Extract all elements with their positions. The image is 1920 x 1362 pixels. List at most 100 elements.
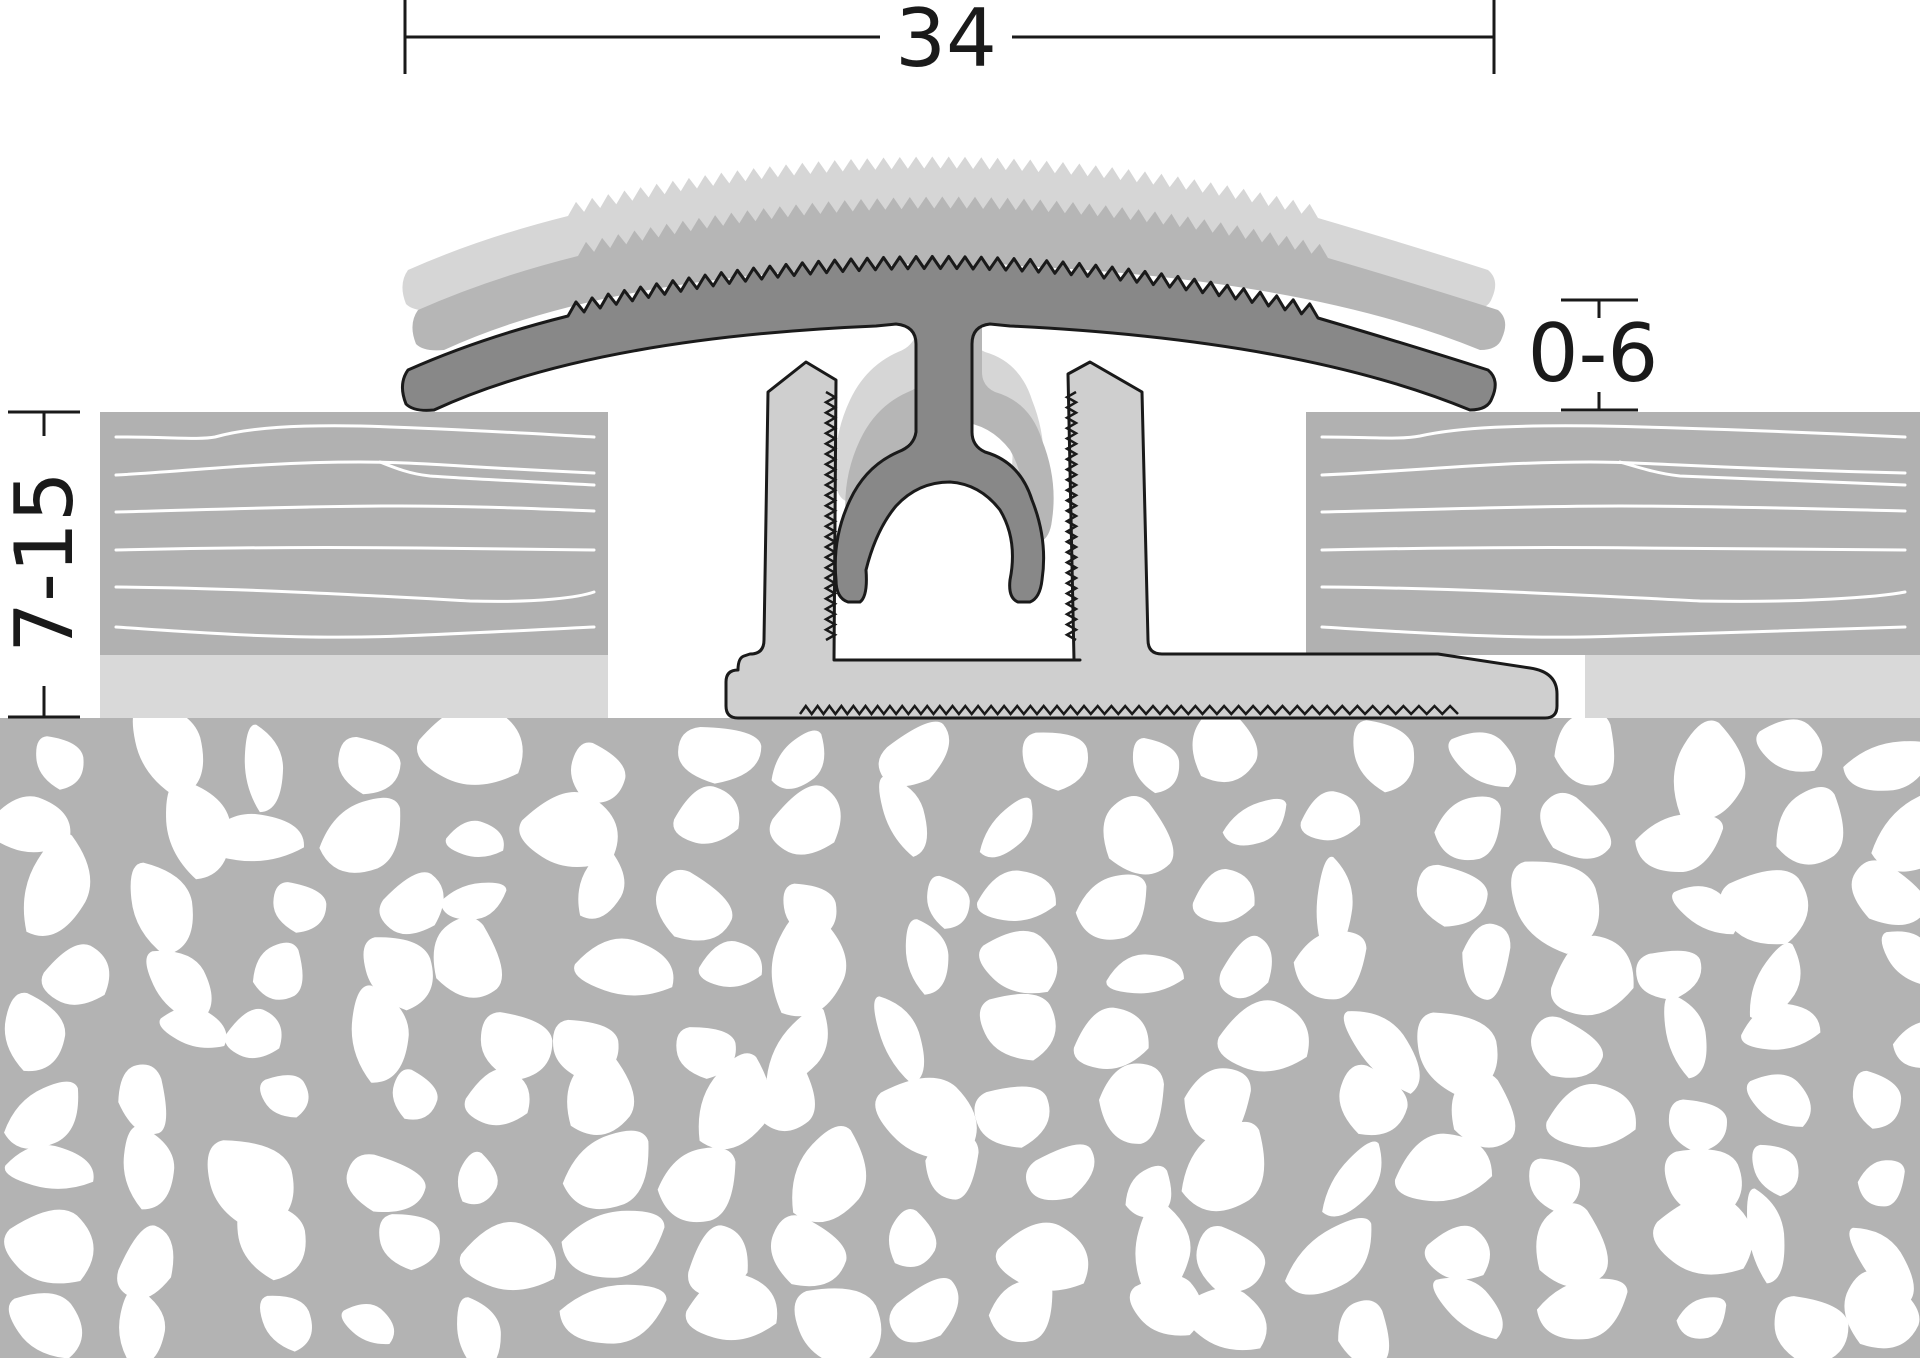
pebble [123,1125,175,1210]
pebble [979,993,1056,1061]
pebble [1550,935,1634,1016]
pebble [1106,954,1184,994]
pebble [1284,1218,1372,1295]
pebble [1219,935,1272,999]
pebble [1511,861,1600,954]
pebble [416,703,523,785]
pebble [4,992,66,1072]
pebble [1424,1225,1490,1280]
pebble [1132,737,1180,794]
pebble [656,869,733,941]
pebble [4,1081,79,1149]
floor-height-dimension [8,410,80,719]
pebble [1536,1203,1608,1288]
pebble [132,702,204,798]
pebble [252,942,303,1000]
left-floor-board [100,412,608,655]
pebble [1316,856,1353,956]
cover-profile [401,255,1497,604]
pebble [0,796,71,853]
pebble [1749,942,1801,1021]
pebble [457,1151,498,1205]
pebble [519,792,618,867]
pebble [925,1133,979,1200]
pebble [1025,1144,1095,1201]
pebble [561,1210,665,1278]
pebble [1135,1200,1191,1297]
pebble [794,1288,882,1362]
pebble [995,1222,1089,1291]
pebble [574,938,674,996]
pebble [1416,864,1488,927]
pebble [1073,1007,1149,1070]
pebble [1222,798,1287,846]
pebble [1339,1064,1408,1135]
pebble [559,1284,667,1344]
pebble [770,1215,847,1287]
pebble [273,882,327,933]
pebble [36,736,84,790]
height-adjust-dimension [1561,298,1638,412]
concrete-pebbles [0,702,1920,1362]
pebble [1756,719,1823,772]
pebble [673,786,740,844]
height-adjust-label: 0-6 [1528,307,1659,400]
pebble [1636,950,1702,1000]
pebble [1022,732,1088,791]
pebble [974,1086,1050,1148]
pebble [244,724,284,813]
pebble [1192,706,1258,783]
pebble [464,1068,530,1126]
pebble [1103,796,1174,875]
pebble [1338,1300,1390,1362]
pebble [905,919,949,995]
pebble [1852,1070,1902,1129]
pebble [237,1200,306,1281]
pebble [879,776,928,857]
pebble [1741,1003,1821,1050]
pebble [119,1288,166,1362]
pebble [676,1027,736,1079]
pebble [118,1064,167,1135]
pebble [1182,1287,1267,1351]
pebble [1353,720,1415,793]
pebble [1529,1158,1581,1212]
pebble [1536,1278,1628,1340]
pebble [4,1209,94,1284]
pebble [657,1147,736,1223]
pebble [766,1007,828,1085]
right-floor-board [1306,412,1920,655]
pebble [346,1154,426,1213]
pebble [457,1297,501,1362]
pebble [1394,1133,1493,1202]
pebble [202,813,304,862]
pebble [757,1063,815,1132]
pebble [159,1006,227,1048]
pebble [878,721,950,787]
pebble [1857,1160,1905,1207]
pebble [678,727,762,784]
pebble [578,849,625,919]
pebble [1892,1020,1920,1068]
right-underlay [1585,655,1920,718]
pebble [889,1278,959,1343]
pebble [41,944,110,1005]
pebble [1746,1074,1811,1127]
pebble [8,1293,83,1359]
pebble [1673,720,1746,820]
pebble [130,862,193,956]
pebble [1747,1188,1785,1284]
pebble [1776,786,1844,865]
pebble [1448,732,1517,788]
pebble [433,917,503,998]
width-dimension [403,0,1496,74]
pebble [1676,1297,1727,1339]
pebble [1217,1000,1309,1072]
width-label: 34 [895,0,997,85]
pebble [1434,796,1501,861]
pebble [685,1273,778,1341]
concrete-subfloor [0,702,1920,1362]
pebble [1451,1072,1516,1148]
pebble [1075,874,1147,940]
left-underlay [100,655,608,718]
